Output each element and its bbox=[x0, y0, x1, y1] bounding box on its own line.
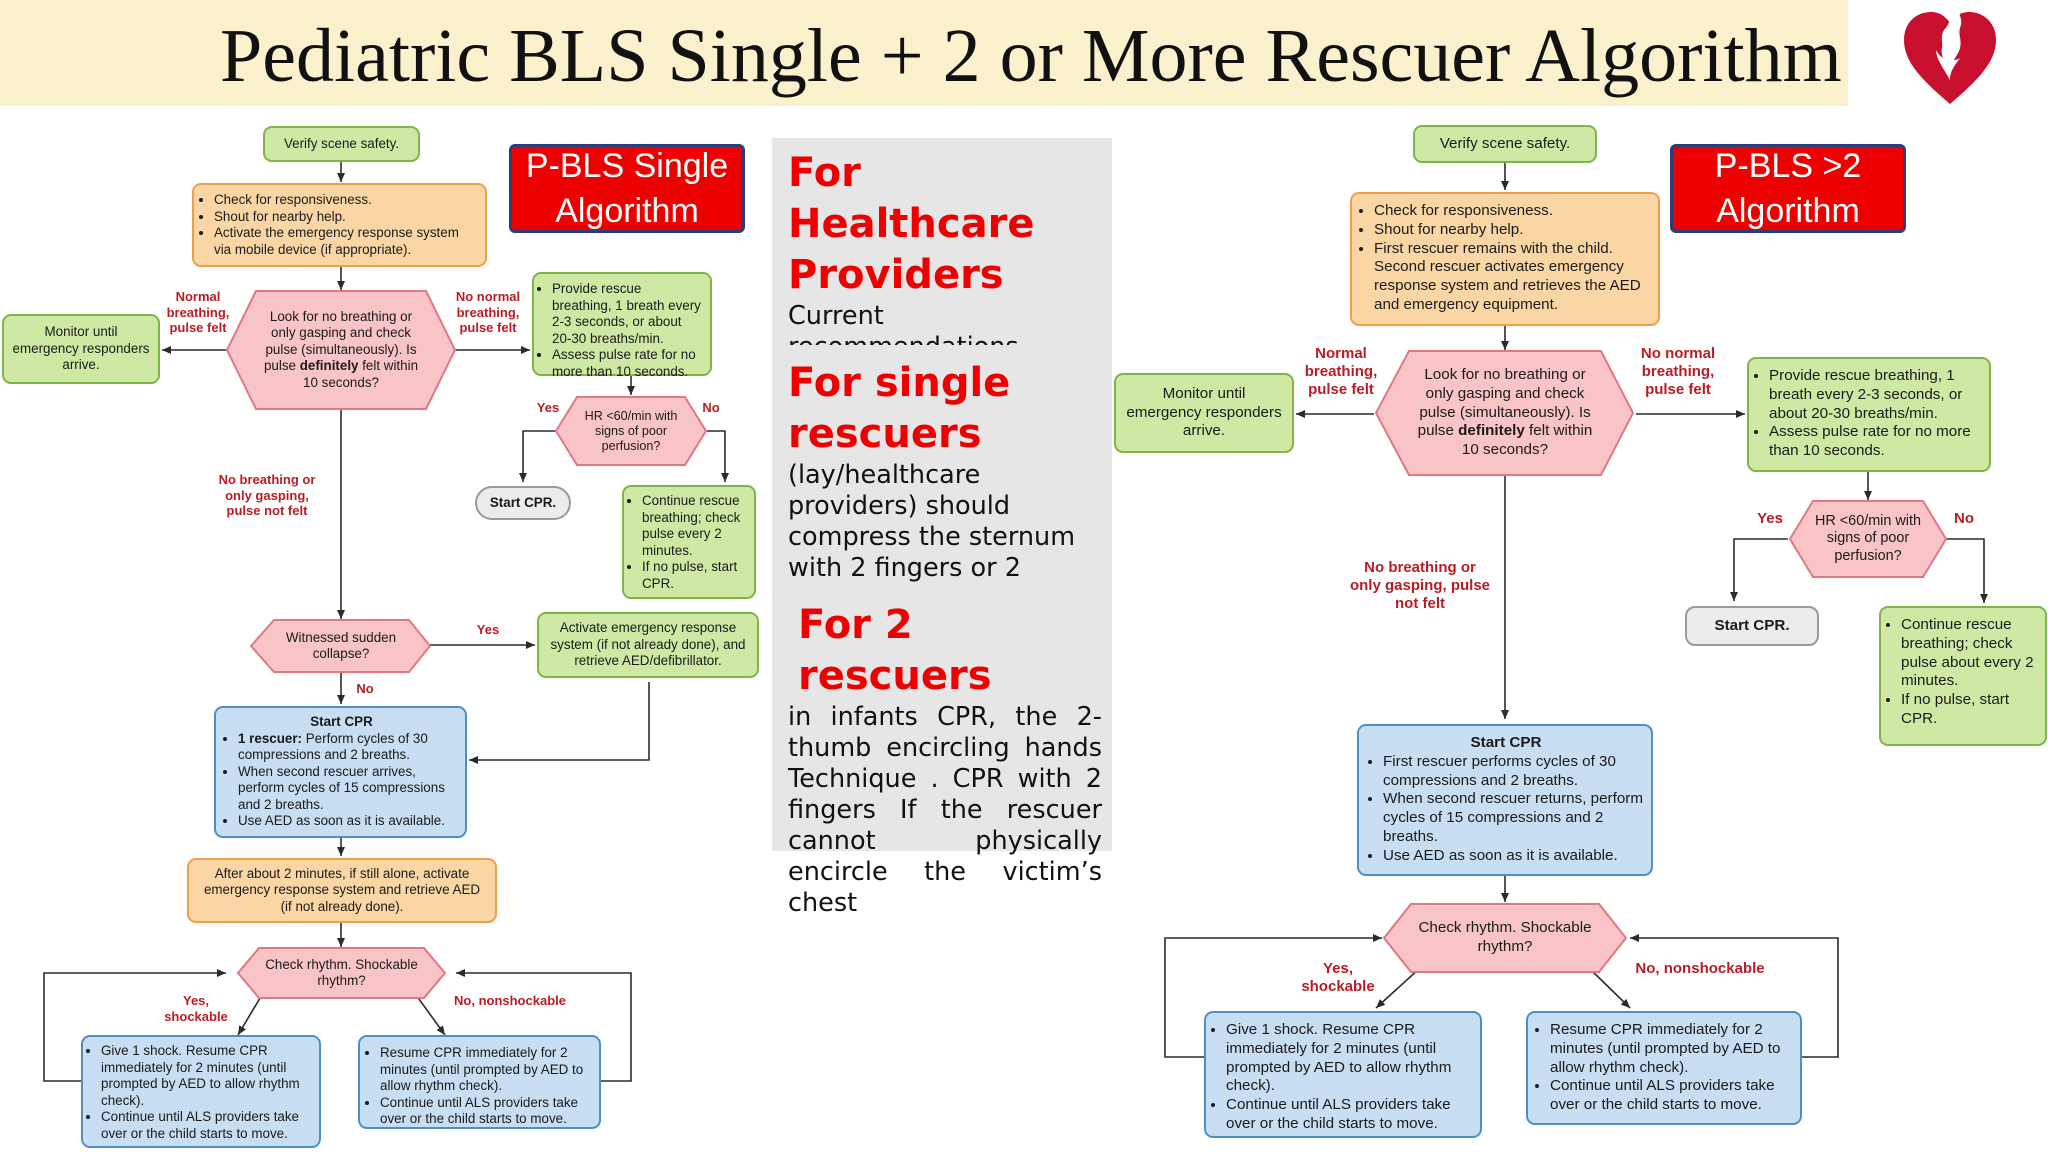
no-nonshockable-label-right: No, nonshockable bbox=[1635, 960, 1765, 977]
check-item: Shout for nearby help. bbox=[1374, 221, 1650, 240]
normal-breathing-label-left: Normal breathing, pulse felt bbox=[166, 289, 230, 335]
shock-item: Give 1 shock. Resume CPR immediately for… bbox=[1226, 1021, 1474, 1096]
hr-diamond-right bbox=[1788, 500, 1948, 578]
check-box-right: Check for responsiveness. Shout for near… bbox=[1350, 192, 1660, 326]
rescue-breathing-box-right: Provide rescue breathing, 1 breath every… bbox=[1747, 357, 1991, 472]
cpr-item: When second rescuer arrives, perform cyc… bbox=[238, 764, 459, 814]
verify-scene-left: Verify scene safety. bbox=[263, 126, 420, 162]
panel-text-single: (lay/healthcare providers) should compre… bbox=[788, 460, 1076, 583]
check-box-left: Check for responsiveness. Shout for near… bbox=[192, 183, 487, 267]
resume-item: Resume CPR immediately for 2 minutes (un… bbox=[1550, 1021, 1794, 1077]
resume-box-left: Resume CPR immediately for 2 minutes (un… bbox=[358, 1035, 601, 1129]
after-2-minutes-box: After about 2 minutes, if still alone, a… bbox=[187, 858, 497, 923]
panel-heading-healthcare: For Healthcare Providers bbox=[788, 150, 1035, 298]
start-cpr-box-left: Start CPR. bbox=[475, 486, 571, 520]
monitor-box-left: Monitor until emergency responders arriv… bbox=[2, 314, 160, 384]
hr-text-right: HR <60/min with signs of poor perfusion? bbox=[1815, 512, 1921, 564]
shock-item: Continue until ALS providers take over o… bbox=[101, 1109, 313, 1142]
continue-item: If no pulse, start CPR. bbox=[642, 559, 750, 592]
witnessed-text-left: Witnessed sudden collapse? bbox=[285, 629, 397, 662]
start-cpr-title: Start CPR bbox=[310, 714, 373, 729]
hr-text-left: HR <60/min with signs of poor perfusion? bbox=[584, 408, 678, 453]
start-cpr-detail-right: Start CPR First rescuer performs cycles … bbox=[1357, 724, 1653, 876]
check-item: Check for responsiveness. bbox=[214, 192, 477, 209]
continue-box-right: Continue rescue breathing; check pulse a… bbox=[1879, 606, 2047, 746]
check-item: Check for responsiveness. bbox=[1374, 202, 1650, 221]
continue-item: Continue rescue breathing; check pulse e… bbox=[642, 493, 750, 559]
yes-label-right: Yes bbox=[1757, 510, 1783, 527]
continue-item: If no pulse, start CPR. bbox=[1901, 691, 2041, 729]
no-normal-breathing-label-left: No normal breathing, pulse felt bbox=[455, 289, 521, 335]
resume-item: Continue until ALS providers take over o… bbox=[380, 1095, 593, 1128]
resume-item: Resume CPR immediately for 2 minutes (un… bbox=[380, 1045, 593, 1095]
cpr-item: Use AED as soon as it is available. bbox=[238, 813, 459, 830]
rhythm-diamond-right bbox=[1382, 903, 1628, 973]
check-item: Shout for nearby help. bbox=[214, 209, 477, 226]
continue-box-left: Continue rescue breathing; check pulse e… bbox=[622, 485, 756, 599]
check-item: Activate the emergency response system v… bbox=[214, 225, 477, 258]
no-nonshockable-label-left: No, nonshockable bbox=[454, 993, 566, 1008]
yes-label-left: Yes bbox=[536, 400, 560, 415]
check-item: First rescuer remains with the child. Se… bbox=[1374, 240, 1650, 315]
rescue-item: Assess pulse rate for no more than 10 se… bbox=[552, 347, 704, 380]
continue-item: Continue rescue breathing; check pulse a… bbox=[1901, 616, 2041, 691]
panel-text-two: in infants CPR, the 2-thumb encircling h… bbox=[788, 702, 1102, 918]
cpr-item: 1 rescuer: Perform cycles of 30 compress… bbox=[238, 731, 459, 764]
panel-heading-two: For 2 rescuers bbox=[798, 602, 992, 699]
start-cpr-title: Start CPR bbox=[1470, 734, 1542, 751]
panel-heading-single: For single rescuers bbox=[788, 360, 1011, 457]
look-diamond-left bbox=[225, 290, 457, 410]
no-breathing-label-right: No breathing or only gasping, pulse not … bbox=[1349, 559, 1491, 612]
look-text-left: Look for no breathing or only gasping an… bbox=[263, 308, 419, 390]
panel-text-current: Current recommendations bbox=[788, 301, 1019, 345]
shock-item: Continue until ALS providers take over o… bbox=[1226, 1096, 1474, 1134]
shock-item: Give 1 shock. Resume CPR immediately for… bbox=[101, 1043, 313, 1109]
resume-box-right: Resume CPR immediately for 2 minutes (un… bbox=[1526, 1011, 1802, 1125]
heart-torch-icon bbox=[1904, 4, 1996, 104]
cpr-item: Use AED as soon as it is available. bbox=[1383, 847, 1643, 866]
start-cpr-detail-left: Start CPR 1 rescuer: Perform cycles of 3… bbox=[214, 706, 467, 838]
badge-single: P-BLS Single Algorithm bbox=[509, 144, 745, 233]
yes-shockable-label-left: Yes, shockable bbox=[164, 993, 228, 1024]
badge-two-rescuer: P-BLS >2 Algorithm bbox=[1670, 144, 1906, 233]
start-cpr-box-right: Start CPR. bbox=[1685, 606, 1819, 646]
title-bar: Pediatric BLS Single + 2 or More Rescuer… bbox=[0, 0, 1848, 106]
hr-diamond-left bbox=[554, 396, 708, 466]
activate-box-left: Activate emergency response system (if n… bbox=[537, 612, 759, 678]
yes-shockable-label-right: Yes, shockable bbox=[1301, 960, 1375, 995]
rescue-item: Provide rescue breathing, 1 breath every… bbox=[552, 281, 704, 347]
rescue-item: Assess pulse rate for no more than 10 se… bbox=[1769, 423, 1983, 461]
rhythm-diamond-left bbox=[236, 947, 447, 999]
look-text-right: Look for no breathing or only gasping an… bbox=[1417, 366, 1593, 459]
rescue-breathing-box-left: Provide rescue breathing, 1 breath every… bbox=[532, 272, 712, 379]
witnessed-diamond-left bbox=[249, 619, 432, 673]
normal-breathing-label-right: Normal breathing, pulse felt bbox=[1304, 345, 1378, 398]
cpr-item: First rescuer performs cycles of 30 comp… bbox=[1383, 753, 1643, 791]
rescue-item: Provide rescue breathing, 1 breath every… bbox=[1769, 367, 1983, 423]
cpr-item: When second rescuer returns, perform cyc… bbox=[1383, 790, 1643, 846]
verify-scene-right: Verify scene safety. bbox=[1413, 125, 1597, 163]
resume-item: Continue until ALS providers take over o… bbox=[1550, 1077, 1794, 1115]
monitor-box-right: Monitor until emergency responders arriv… bbox=[1114, 373, 1294, 453]
no-label-left: No bbox=[702, 400, 720, 415]
no-normal-breathing-label-right: No normal breathing, pulse felt bbox=[1640, 345, 1716, 398]
rhythm-text-left: Check rhythm. Shockable rhythm? bbox=[265, 956, 418, 989]
witnessed-no-label: No bbox=[356, 681, 374, 696]
shock-box-right: Give 1 shock. Resume CPR immediately for… bbox=[1204, 1011, 1482, 1138]
rhythm-text-right: Check rhythm. Shockable rhythm? bbox=[1418, 919, 1592, 955]
no-label-right: No bbox=[1954, 510, 1974, 527]
witnessed-yes-label: Yes bbox=[476, 622, 500, 637]
info-panel: For Healthcare Providers Current recomme… bbox=[772, 138, 1112, 918]
page-title: Pediatric BLS Single + 2 or More Rescuer… bbox=[220, 14, 1842, 98]
shock-box-left: Give 1 shock. Resume CPR immediately for… bbox=[81, 1035, 321, 1148]
look-diamond-right bbox=[1374, 350, 1635, 476]
no-breathing-label-left: No breathing or only gasping, pulse not … bbox=[218, 472, 316, 518]
